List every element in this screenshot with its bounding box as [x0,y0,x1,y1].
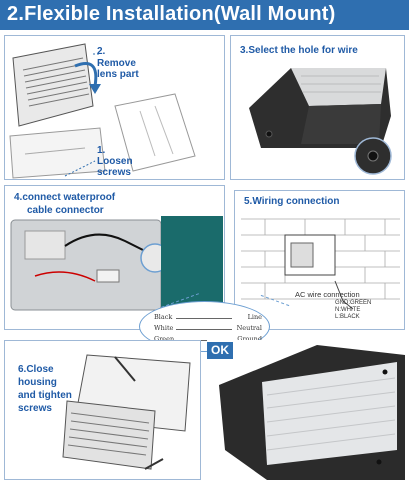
fixture-back-illustration [249,68,392,175]
wire-row-left: Green [154,335,175,343]
wire-row-right: Line [247,313,262,321]
wire-row-black: Black Line [154,313,262,323]
remove-lens-label-line2: lens part [97,69,139,80]
step6-label-line4: screws [18,403,52,414]
ac-connection-label: AC wire connection [295,290,360,299]
page-title: 2.Flexible Installation(Wall Mount) [7,3,336,25]
neutral-label: N:WHITE [335,307,361,313]
step5-label: 5.Wiring connection [244,196,340,207]
closing-housing-illustration [62,354,191,470]
panel-step1-2: 2. Remove lens part 1. Loosen screws [4,35,225,180]
wire-row-left: White [154,324,174,332]
gnd-label: GND:GREEN [335,300,372,306]
loosen-screws-label-line2: screws [97,167,131,178]
step3-label: 3.Select the hole for wire [240,45,358,56]
installed-fixture-illustration [219,345,405,480]
panel-step6: 6.Close housing and tighten screws [4,340,201,480]
wire-row-white: White Neutral [154,324,262,334]
remove-lens-label-line1: Remove [97,58,136,69]
step2-number: 2. [97,46,106,57]
wire-row-right: Neutral [236,324,262,332]
wire-row-right: Ground [237,335,262,343]
title-bar: 2.Flexible Installation(Wall Mount) [0,0,409,30]
wire-row-green: Green Ground [154,335,262,345]
step6-label-line2: housing [18,377,57,388]
step1-number: 1. [97,145,106,156]
step4-label-line2: cable connector [27,205,104,216]
ok-badge: OK [207,342,233,359]
step4-label-line1: 4.connect waterproof [14,192,116,203]
brick-wall-illustration [241,218,400,310]
panel-final [207,340,405,480]
line-label: L:BLACK [335,314,360,320]
panel-step5: 5.Wiring connection AC wire connection G… [234,190,405,330]
loosen-screws-label-line1: Loosen [97,156,133,167]
wire-row-left: Black [154,313,173,321]
panel-step3: 3.Select the hole for wire [230,35,405,180]
step6-label-line3: and tighten [18,390,72,401]
connector-illustration [10,216,223,326]
step6-label-line1: 6.Close [18,364,54,375]
fixture-opening-illustration [9,43,196,179]
